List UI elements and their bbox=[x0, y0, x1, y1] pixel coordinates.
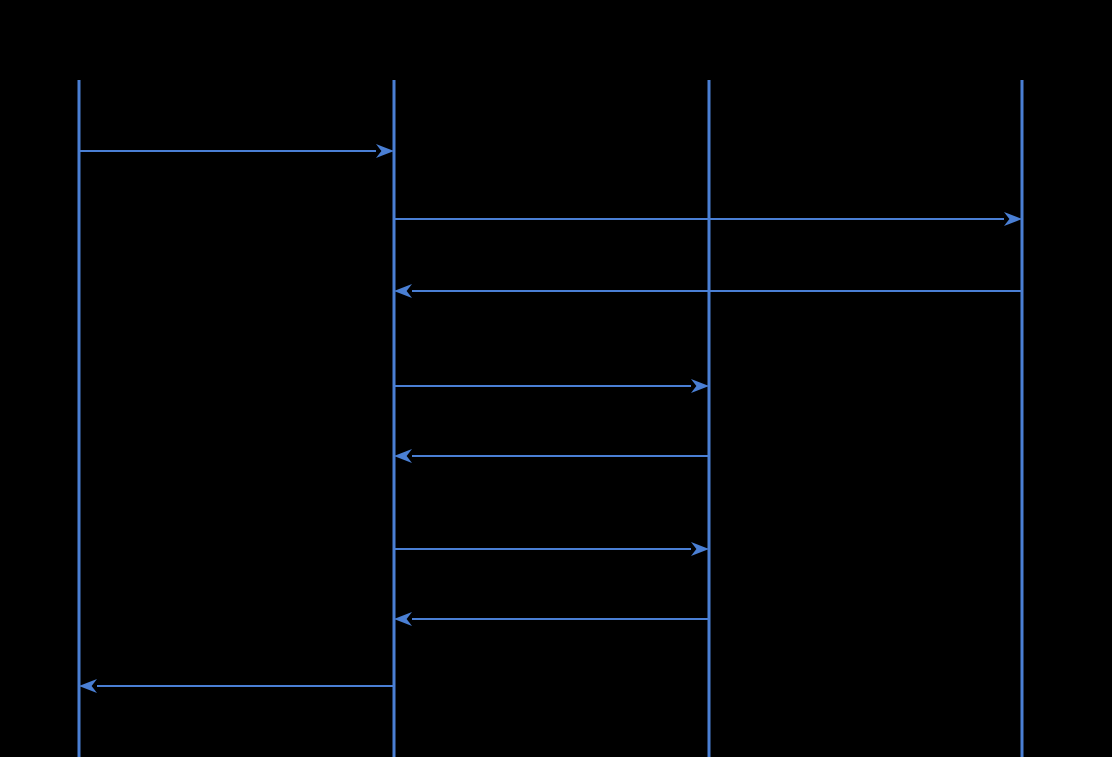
arrowhead-7 bbox=[394, 612, 412, 626]
arrowhead-4 bbox=[691, 379, 709, 393]
arrowhead-2 bbox=[1004, 212, 1022, 226]
arrowhead-6 bbox=[691, 542, 709, 556]
lifelines-group bbox=[77, 80, 1024, 757]
arrowhead-5 bbox=[394, 449, 412, 463]
arrowhead-1 bbox=[376, 144, 394, 158]
arrowhead-3 bbox=[394, 284, 412, 298]
arrowhead-8 bbox=[79, 679, 97, 693]
messages-group bbox=[79, 144, 1022, 693]
